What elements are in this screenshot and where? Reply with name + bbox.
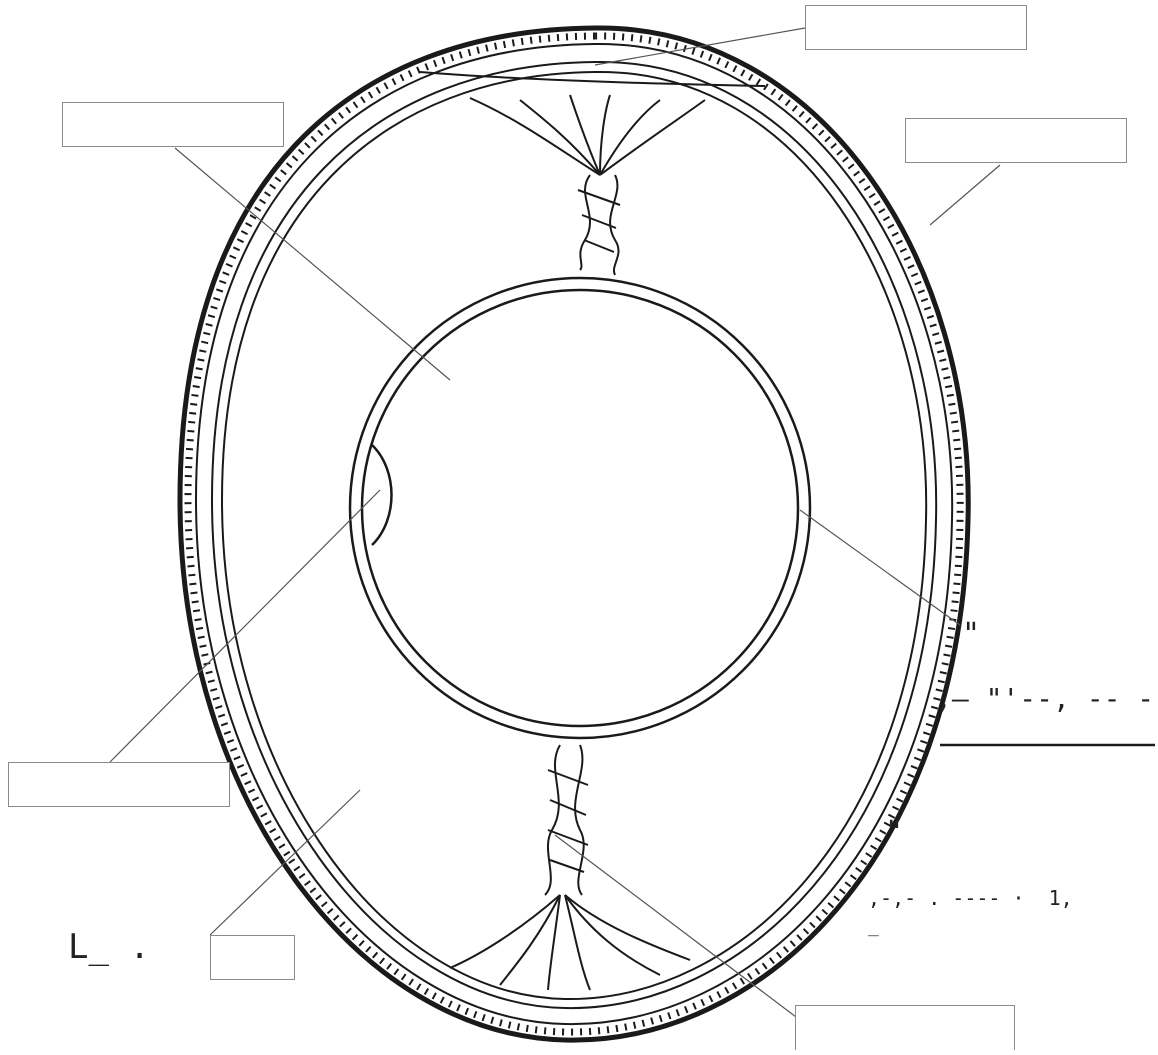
yolk-outline	[350, 278, 810, 738]
scan-artifact-3: "	[885, 818, 903, 848]
scan-artifact-5: L_ .	[68, 930, 150, 964]
outer-shell-outline	[180, 28, 968, 1040]
scan-artifact-6: _	[868, 918, 879, 936]
scan-artifact-1: "	[962, 620, 980, 650]
lower-chalaza	[450, 745, 690, 990]
upper-chalaza	[470, 95, 705, 275]
label-box-albumen[interactable]	[210, 935, 295, 980]
scan-artifact-4: ,-,- . ---- · 1,	[868, 888, 1073, 908]
label-box-air-space[interactable]	[805, 5, 1027, 50]
label-box-yolk[interactable]	[62, 102, 284, 147]
shell-membranes	[212, 62, 936, 1008]
label-box-germinal-disc[interactable]	[8, 762, 230, 807]
label-box-outer-shell[interactable]	[905, 118, 1127, 163]
scan-artifact-2: ,— "'--, -- - |·	[935, 685, 1158, 713]
label-box-chalaza[interactable]	[795, 1005, 1015, 1050]
